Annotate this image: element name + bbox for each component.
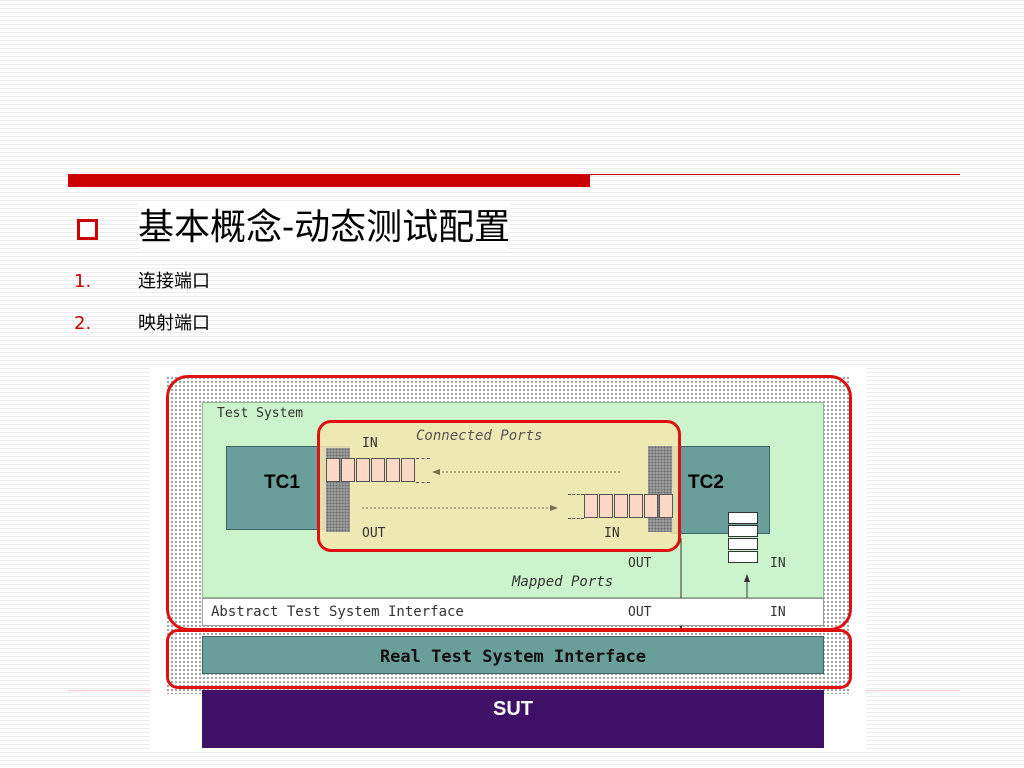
mapped-out-label: OUT — [628, 556, 652, 571]
list-number: 2. — [74, 313, 92, 334]
connected-ports-highlight — [317, 420, 681, 552]
header-bar — [68, 174, 590, 187]
arrowhead-icon — [744, 574, 750, 582]
sut-box — [202, 690, 824, 748]
queue-cell — [644, 494, 658, 518]
list-item-mapped-ports: 映射端口 — [138, 313, 210, 334]
abstract-interface-label: Abstract Test System Interface — [211, 604, 464, 620]
queue-cell — [728, 551, 758, 563]
queue-edge — [568, 494, 584, 495]
list-item-connected-ports: 连接端口 — [138, 271, 210, 292]
queue-cell — [356, 458, 370, 482]
test-configuration-diagram: Test System TC1 TC2 Connected Ports IN O… — [150, 368, 866, 752]
queue-cell — [584, 494, 598, 518]
queue-edge — [416, 482, 430, 483]
queue-edge — [568, 518, 584, 519]
tc1-out-label: OUT — [362, 526, 386, 541]
queue-cell — [659, 494, 673, 518]
tc2-in-queue — [584, 494, 674, 518]
queue-cell — [371, 458, 385, 482]
queue-cell — [728, 538, 758, 550]
test-system-label: Test System — [217, 406, 304, 421]
queue-cell — [614, 494, 628, 518]
tc2-in-label: IN — [604, 526, 620, 541]
queue-cell — [728, 512, 758, 524]
list-number: 1. — [74, 271, 92, 292]
arrowhead-icon — [432, 469, 440, 475]
real-interface-highlight — [166, 629, 852, 689]
connected-ports-area — [320, 423, 678, 549]
tc2-label: TC2 — [688, 472, 724, 493]
abstract-interface-in-label: IN — [770, 605, 786, 620]
slide-title: 基本概念-动态测试配置 — [138, 204, 511, 252]
queue-cell — [599, 494, 613, 518]
real-interface-label: Real Test System Interface — [379, 647, 647, 667]
connected-ports-label: Connected Ports — [416, 428, 543, 444]
tc1-label: TC1 — [264, 472, 300, 493]
queue-cell — [326, 458, 340, 482]
queue-cell — [341, 458, 355, 482]
real-interface-box — [202, 636, 824, 674]
arrowhead-icon — [550, 505, 558, 511]
tc1-in-queue — [326, 458, 416, 482]
abstract-interface-out-label: OUT — [628, 605, 652, 620]
tc1-in-label: IN — [362, 436, 378, 451]
queue-cell — [629, 494, 643, 518]
tc2-mapped-queue — [728, 512, 758, 566]
queue-cell — [728, 525, 758, 537]
queue-cell — [401, 458, 415, 482]
sut-label: SUT — [493, 698, 533, 720]
abstract-interface-box — [202, 598, 824, 626]
queue-cell — [386, 458, 400, 482]
mapped-in-label: IN — [770, 556, 786, 571]
square-bullet-icon — [77, 219, 98, 240]
mapped-ports-label: Mapped Ports — [512, 574, 614, 590]
header-rule — [590, 174, 960, 175]
queue-edge — [416, 458, 430, 459]
